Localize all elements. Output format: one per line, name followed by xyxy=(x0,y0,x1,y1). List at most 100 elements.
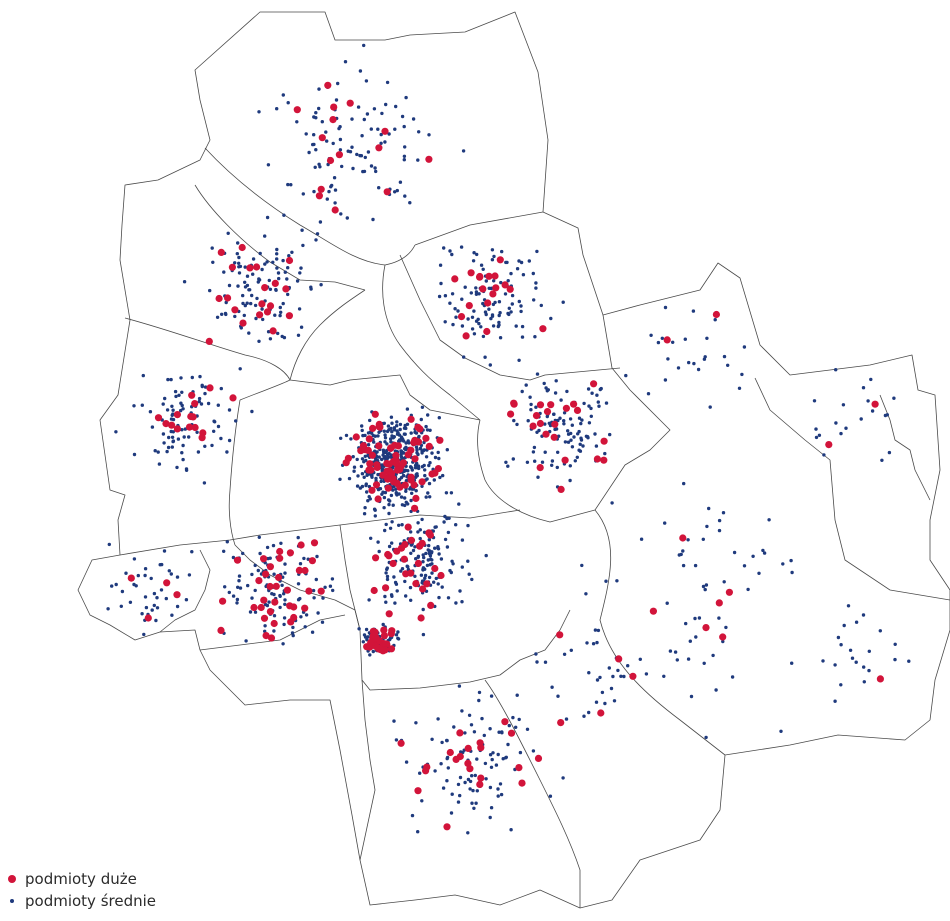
medium-entity-dot xyxy=(467,713,472,717)
medium-entity-dot xyxy=(278,305,282,310)
medium-entity-dot xyxy=(400,567,405,571)
medium-entity-dot xyxy=(408,585,413,590)
medium-entity-dot xyxy=(180,428,184,432)
medium-entity-dot xyxy=(686,538,690,542)
large-entity-dot xyxy=(401,481,409,489)
medium-entity-dot xyxy=(141,373,145,378)
medium-entity-dot xyxy=(469,723,474,727)
medium-entity-dot xyxy=(463,731,467,735)
large-entity-dot xyxy=(286,549,294,557)
medium-entity-dot xyxy=(200,383,204,387)
medium-entity-dot xyxy=(257,277,261,281)
medium-entity-dot xyxy=(839,431,843,436)
medium-entity-dot xyxy=(587,404,591,408)
large-entity-dot xyxy=(407,536,415,544)
medium-entity-dot xyxy=(334,98,339,102)
medium-entity-dot xyxy=(357,627,361,631)
medium-entity-dot xyxy=(488,753,493,757)
large-entity-dot xyxy=(267,634,276,642)
medium-entity-dot xyxy=(470,577,474,582)
medium-entity-dot xyxy=(132,452,137,457)
medium-entity-dot xyxy=(210,246,214,250)
legend-item-medium: podmioty średnie xyxy=(8,890,156,912)
medium-entity-dot xyxy=(490,258,495,262)
medium-entity-dot xyxy=(374,476,378,481)
medium-entity-dot xyxy=(475,789,479,793)
large-entity-dot xyxy=(368,486,376,494)
medium-entity-dot xyxy=(490,757,494,762)
medium-entity-dot xyxy=(701,537,705,541)
medium-entity-dot xyxy=(406,502,410,506)
medium-entity-dot xyxy=(552,412,556,416)
medium-entity-dot xyxy=(286,182,290,187)
medium-entity-dot xyxy=(867,649,871,653)
medium-entity-dot xyxy=(466,559,470,563)
medium-entity-dot xyxy=(436,717,440,721)
large-entity-dot xyxy=(489,290,497,298)
large-entity-dot xyxy=(239,319,247,327)
medium-entity-dot xyxy=(607,666,611,670)
medium-entity-dot xyxy=(498,782,503,786)
medium-entity-dot xyxy=(489,316,493,321)
medium-entity-dot xyxy=(686,657,691,661)
large-entity-dot xyxy=(342,459,350,467)
medium-entity-dot xyxy=(390,520,394,524)
large-entity-dot xyxy=(318,134,326,142)
medium-entity-dot xyxy=(751,554,755,558)
medium-entity-dot xyxy=(296,598,301,602)
medium-entity-dot xyxy=(446,766,450,770)
medium-entity-dot xyxy=(586,436,590,440)
medium-entity-dot xyxy=(197,399,201,404)
medium-entity-dot xyxy=(528,395,532,399)
medium-entity-dot xyxy=(532,298,536,302)
medium-entity-dot xyxy=(187,573,192,577)
medium-entity-dot xyxy=(870,409,875,413)
medium-entity-dot xyxy=(587,421,592,425)
medium-entity-dot xyxy=(420,465,425,469)
medium-entity-dot xyxy=(411,548,416,553)
medium-entity-dot xyxy=(325,139,329,143)
large-entity-dot xyxy=(387,444,395,452)
medium-entity-dot xyxy=(400,503,405,507)
large-entity-dot xyxy=(418,478,426,486)
medium-entity-dot xyxy=(595,678,600,682)
medium-entity-dot xyxy=(318,165,322,169)
medium-entity-dot xyxy=(181,443,185,448)
medium-entity-dot xyxy=(410,468,414,472)
medium-entity-dot xyxy=(497,730,501,734)
medium-entity-dot xyxy=(461,750,465,755)
medium-entity-dot xyxy=(180,403,184,408)
medium-entity-dot xyxy=(132,557,137,561)
medium-entity-dot xyxy=(383,440,387,444)
large-entity-dot xyxy=(219,597,227,605)
medium-entity-dot xyxy=(481,267,485,271)
large-entity-dot xyxy=(467,269,475,277)
large-entity-dot xyxy=(330,103,338,111)
medium-entity-dot xyxy=(152,603,156,608)
large-entity-dot xyxy=(407,415,415,423)
large-entity-dot xyxy=(301,604,309,612)
medium-entity-dot xyxy=(164,596,168,601)
medium-entity-dot xyxy=(430,558,434,562)
medium-entity-dot xyxy=(332,176,337,180)
large-entity-dot xyxy=(283,586,291,594)
medium-entity-dot xyxy=(281,258,285,263)
medium-entity-dot xyxy=(281,301,285,306)
medium-entity-dot xyxy=(615,579,619,583)
medium-entity-dot xyxy=(425,428,430,432)
medium-entity-dot xyxy=(388,526,393,530)
medium-entity-dot xyxy=(561,300,565,304)
medium-entity-dot xyxy=(331,141,335,146)
medium-entity-dot xyxy=(503,292,508,296)
medium-entity-dot xyxy=(470,327,475,331)
medium-entity-dot xyxy=(176,437,181,441)
medium-entity-dot xyxy=(556,418,560,423)
medium-entity-dot xyxy=(315,232,320,236)
medium-entity-dot xyxy=(417,130,421,134)
medium-entity-dot xyxy=(681,549,685,553)
medium-entity-dot xyxy=(491,324,496,328)
medium-entity-dot xyxy=(419,417,423,422)
medium-entity-dot xyxy=(222,549,226,553)
medium-entity-dot xyxy=(421,607,425,612)
medium-entity-dot xyxy=(390,541,394,545)
